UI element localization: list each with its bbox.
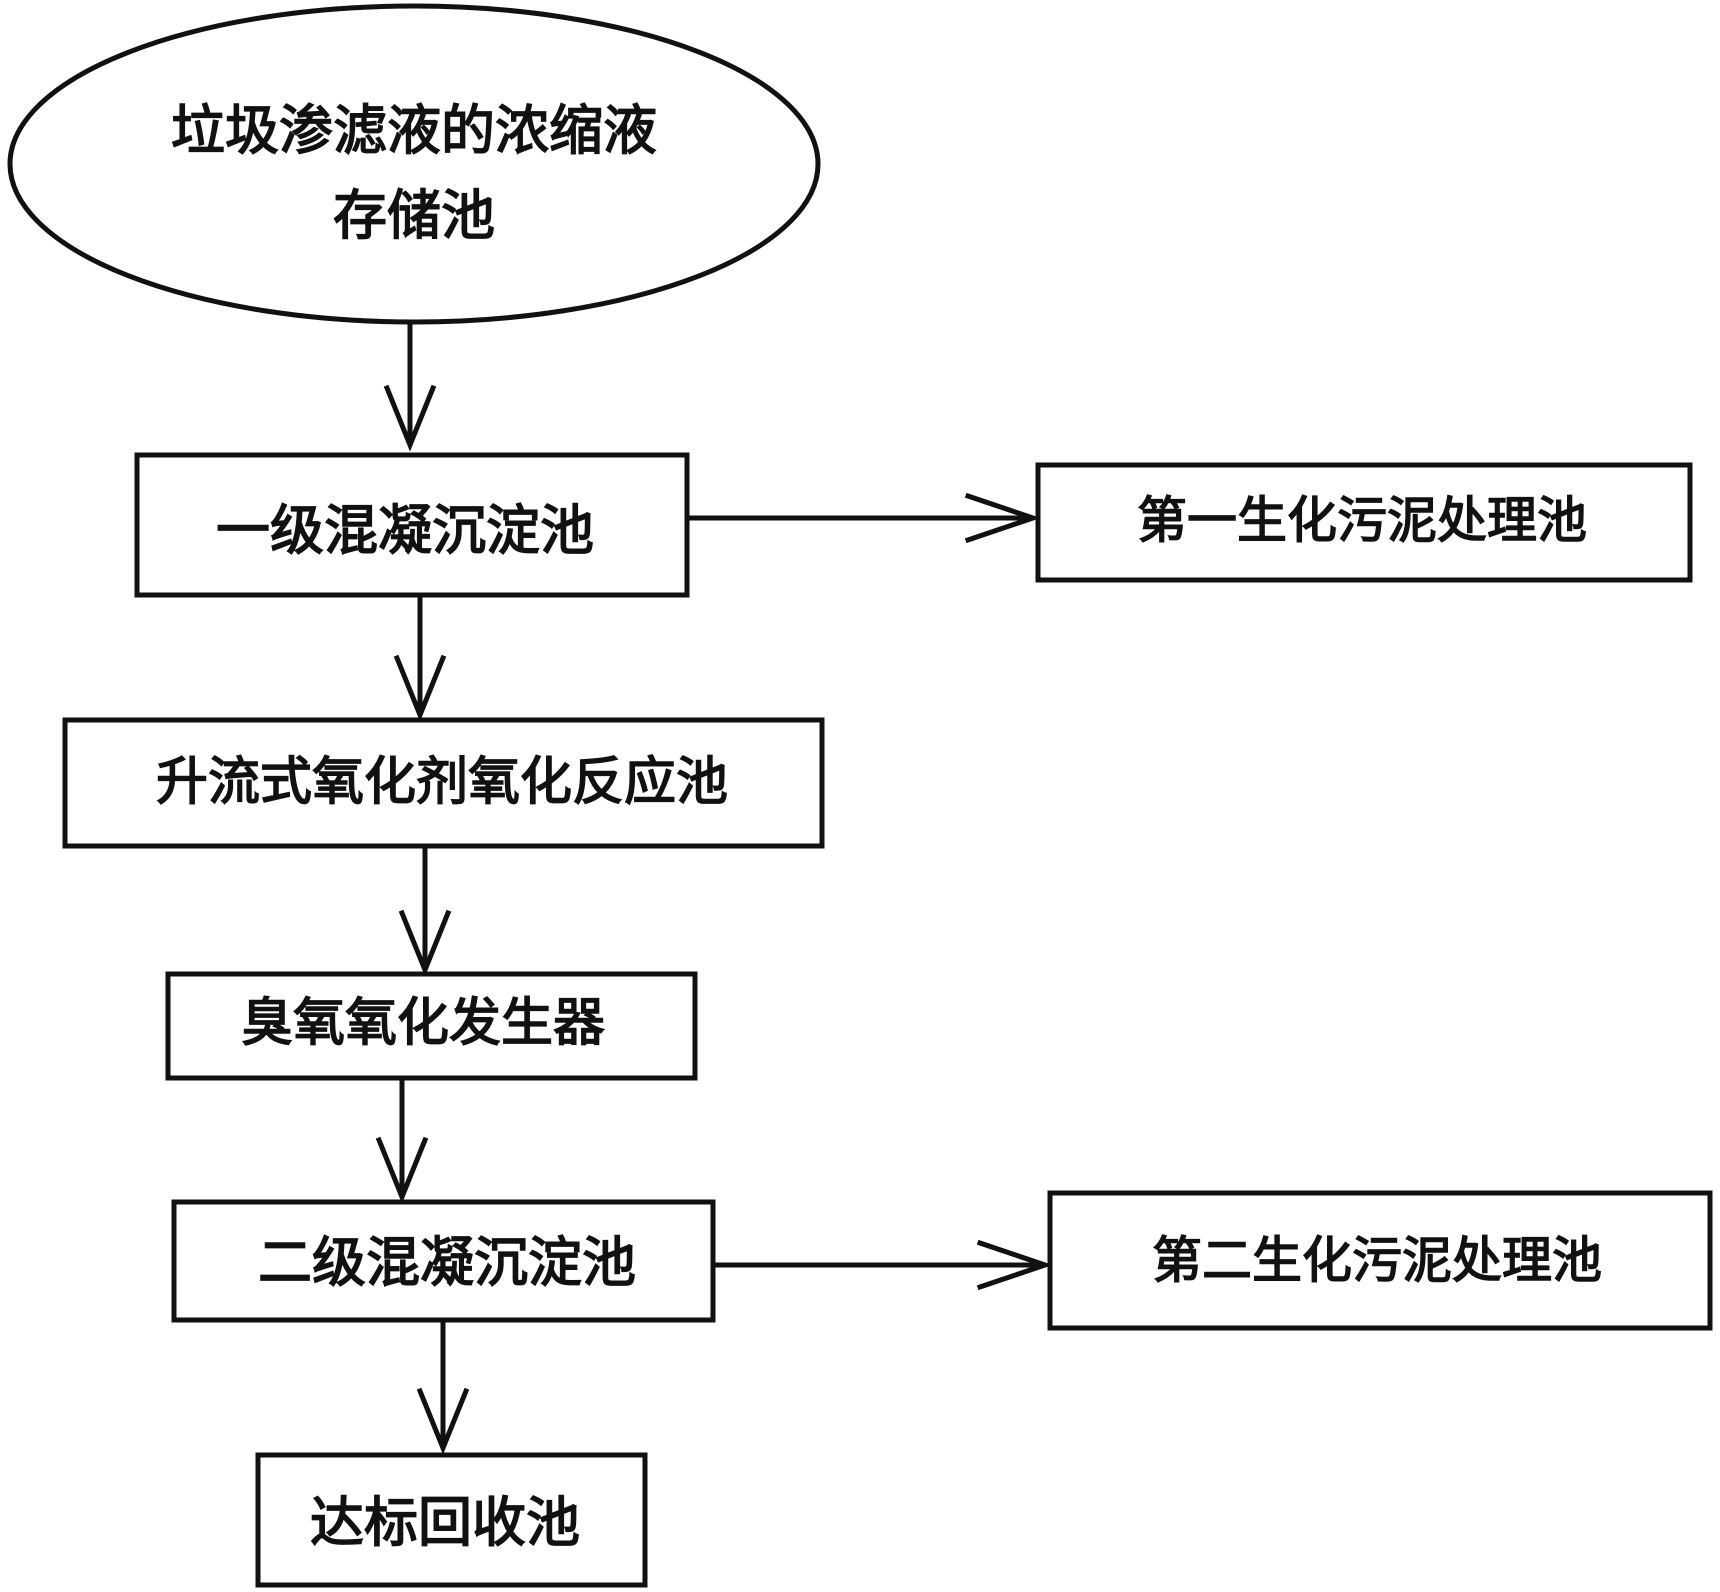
node-storage: 垃圾渗滤液的浓缩液 存储池 bbox=[7, 3, 821, 325]
ozone-box bbox=[165, 971, 698, 1081]
edge-oxidation-to-ozone bbox=[398, 846, 452, 977]
nodes: 垃圾渗滤液的浓缩液 存储池 一级混凝沉淀池 第一生化污泥处理池 升流式氧化剂氧化… bbox=[7, 3, 1713, 1588]
sludge2-box bbox=[1047, 1190, 1713, 1331]
sludge1-box bbox=[1035, 462, 1693, 583]
edge-storage-to-coag1 bbox=[383, 322, 437, 452]
sludge2-label: 第二生化污泥处理池 bbox=[1152, 1231, 1602, 1290]
coag1-box bbox=[134, 452, 690, 598]
node-coag1: 一级混凝沉淀池 bbox=[134, 452, 690, 598]
edge-ozone-to-coag2 bbox=[375, 1078, 429, 1204]
edge-coag2-to-sludge2 bbox=[713, 1239, 1053, 1291]
node-sludge2: 第二生化污泥处理池 bbox=[1047, 1190, 1713, 1331]
storage-label-line-2: 存储池 bbox=[333, 183, 495, 247]
oxidation-box bbox=[62, 717, 825, 849]
recovery-label: 达标回收池 bbox=[310, 1490, 580, 1554]
ozone-label: 臭氧氧化发生器 bbox=[241, 993, 606, 1054]
edge-coag1-to-oxidation bbox=[393, 595, 447, 722]
coag2-label: 二级混凝沉淀池 bbox=[258, 1230, 636, 1294]
coag1-label: 一级混凝沉淀池 bbox=[216, 498, 594, 562]
edges bbox=[375, 322, 1053, 1455]
node-sludge1: 第一生化污泥处理池 bbox=[1035, 462, 1693, 583]
storage-ellipse bbox=[7, 3, 821, 325]
sludge1-label: 第一生化污泥处理池 bbox=[1137, 491, 1587, 550]
node-oxidation: 升流式氧化剂氧化反应池 bbox=[62, 717, 825, 849]
node-ozone: 臭氧氧化发生器 bbox=[165, 971, 698, 1081]
node-recovery: 达标回收池 bbox=[255, 1452, 648, 1588]
recovery-box bbox=[255, 1452, 648, 1588]
edge-coag1-to-sludge1 bbox=[687, 492, 1041, 544]
edge-coag2-to-recovery bbox=[416, 1320, 470, 1455]
oxidation-label: 升流式氧化剂氧化反应池 bbox=[156, 752, 728, 813]
coag2-box bbox=[171, 1199, 716, 1323]
node-coag2: 二级混凝沉淀池 bbox=[171, 1199, 716, 1323]
storage-label-line-1: 垃圾渗滤液的浓缩液 bbox=[171, 98, 657, 162]
